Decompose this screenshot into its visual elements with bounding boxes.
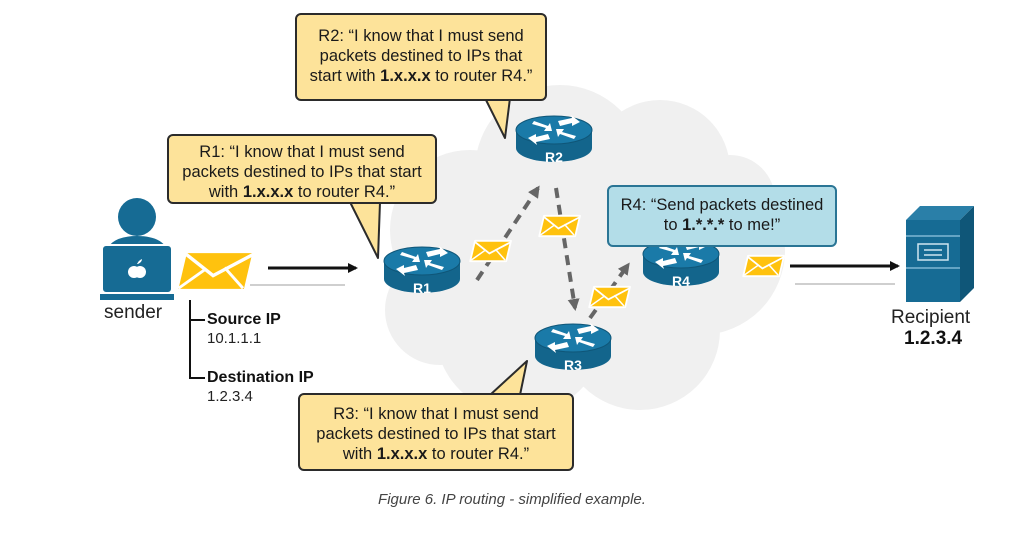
server-icon bbox=[906, 206, 974, 302]
bubble-text: R2: “I know that I must send packets des… bbox=[309, 27, 524, 85]
person-laptop-icon bbox=[100, 198, 174, 300]
bubble-text-end: to router R4.” bbox=[427, 445, 530, 463]
speech-bubble-r2: R2: “I know that I must send packets des… bbox=[295, 13, 547, 101]
router-label: R3 bbox=[564, 357, 582, 373]
speech-bubble-r4: R4: “Send packets destined to 1.*.*.* to… bbox=[607, 185, 837, 247]
bubble-text-end: to me!” bbox=[724, 216, 781, 234]
recipient-ip: 1.2.3.4 bbox=[904, 328, 963, 349]
speech-bubble-r3: R3: “I know that I must send packets des… bbox=[298, 393, 574, 471]
router-r3: R3 bbox=[534, 322, 612, 373]
packet-bracket bbox=[189, 300, 205, 321]
bubble-tail-r1 bbox=[349, 201, 381, 259]
sender-label: sender bbox=[104, 302, 163, 323]
bubble-text-end: to router R4.” bbox=[293, 183, 396, 201]
bubble-text: R1: “I know that I must send packets des… bbox=[182, 143, 422, 201]
router-label: R4 bbox=[672, 273, 690, 289]
bubble-text-end: to router R4.” bbox=[430, 67, 533, 85]
destination-ip-value: 1.2.3.4 bbox=[207, 388, 253, 405]
dashed-arrow-r1-r2 bbox=[475, 185, 540, 282]
bubble-bold-prefix: 1.*.*.* bbox=[682, 216, 725, 234]
router-r1: R1 bbox=[383, 245, 461, 296]
router-r2: R2 bbox=[515, 114, 593, 165]
envelope-icon-sender bbox=[174, 249, 257, 293]
bubble-bold-prefix: 1.x.x.x bbox=[380, 67, 431, 85]
envelope-icon-r4 bbox=[742, 254, 785, 278]
bubble-bold-prefix: 1.x.x.x bbox=[242, 183, 294, 201]
bubble-text: R4: “Send packets destined to bbox=[620, 196, 824, 234]
dashed-arrow-r3-r4 bbox=[588, 262, 630, 320]
envelope-icon-r1-r2 bbox=[469, 239, 512, 263]
apple-logo-icon bbox=[128, 259, 146, 278]
destination-ip-label: Destination IP bbox=[207, 369, 314, 386]
envelope-icon-r2-r3 bbox=[538, 214, 581, 238]
speech-bubble-r1: R1: “I know that I must send packets des… bbox=[167, 134, 437, 204]
envelope-icon-r3-r4 bbox=[588, 285, 631, 309]
dashed-arrow-r2-r3 bbox=[554, 187, 580, 311]
source-ip-label: Source IP bbox=[207, 311, 281, 328]
packet-bracket bbox=[189, 320, 205, 379]
bubble-text: R3: “I know that I must send packets des… bbox=[316, 405, 556, 463]
router-label: R1 bbox=[413, 280, 431, 296]
recipient-label: Recipient bbox=[891, 307, 971, 328]
bubble-bold-prefix: 1.x.x.x bbox=[376, 445, 428, 463]
source-ip-value: 10.1.1.1 bbox=[207, 330, 262, 347]
router-label: R2 bbox=[545, 149, 563, 165]
figure-caption: Figure 6. IP routing - simplified exampl… bbox=[378, 491, 646, 508]
router-r4: R4 bbox=[642, 238, 720, 289]
